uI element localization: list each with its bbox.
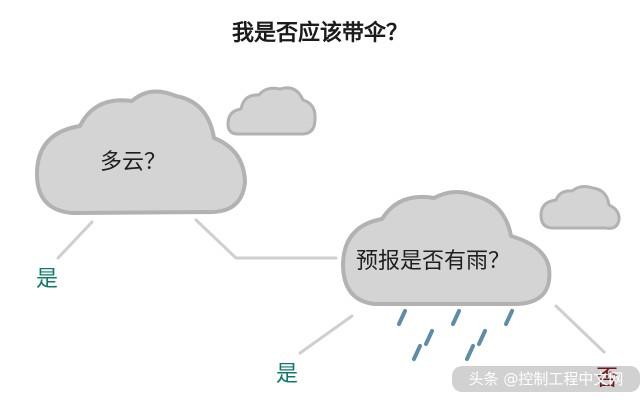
- connector-lines: [56, 218, 606, 355]
- page-title: 我是否应该带伞？: [232, 20, 408, 46]
- rain-drop: [504, 309, 514, 326]
- rain-drop: [397, 309, 407, 326]
- cloud-2-shape: [341, 190, 552, 306]
- watermark-backdrop: [452, 366, 640, 392]
- answer-no-2: 否: [596, 366, 618, 391]
- cloud-1-label: 多云？: [100, 150, 166, 175]
- cloud-question-2: 预报是否有雨？: [341, 190, 552, 306]
- cloud-1-shape: [34, 89, 247, 215]
- branch-yes-1-line: [56, 220, 94, 260]
- branch-no-2-line: [554, 304, 606, 354]
- branch-no-1-line: [194, 218, 338, 260]
- rain-drop: [412, 344, 422, 361]
- rain-drop: [451, 309, 461, 326]
- rain-drops: [397, 309, 514, 361]
- small-cloud-top-icon: [226, 86, 317, 136]
- branch-yes-2-line: [298, 314, 354, 355]
- small-cloud-right-icon: [539, 185, 621, 230]
- watermark: 头条 @控制工程中文网: [452, 366, 640, 392]
- cloud-2-label: 预报是否有雨？: [356, 249, 510, 274]
- rain-drop: [477, 329, 487, 346]
- rain-drop: [424, 329, 434, 346]
- answer-yes-1: 是: [36, 267, 58, 292]
- answer-yes-2: 是: [276, 362, 298, 387]
- rain-drop: [465, 344, 475, 361]
- watermark-text: 头条 @控制工程中文网: [469, 370, 624, 388]
- cloud-question-1: 多云？: [34, 89, 247, 215]
